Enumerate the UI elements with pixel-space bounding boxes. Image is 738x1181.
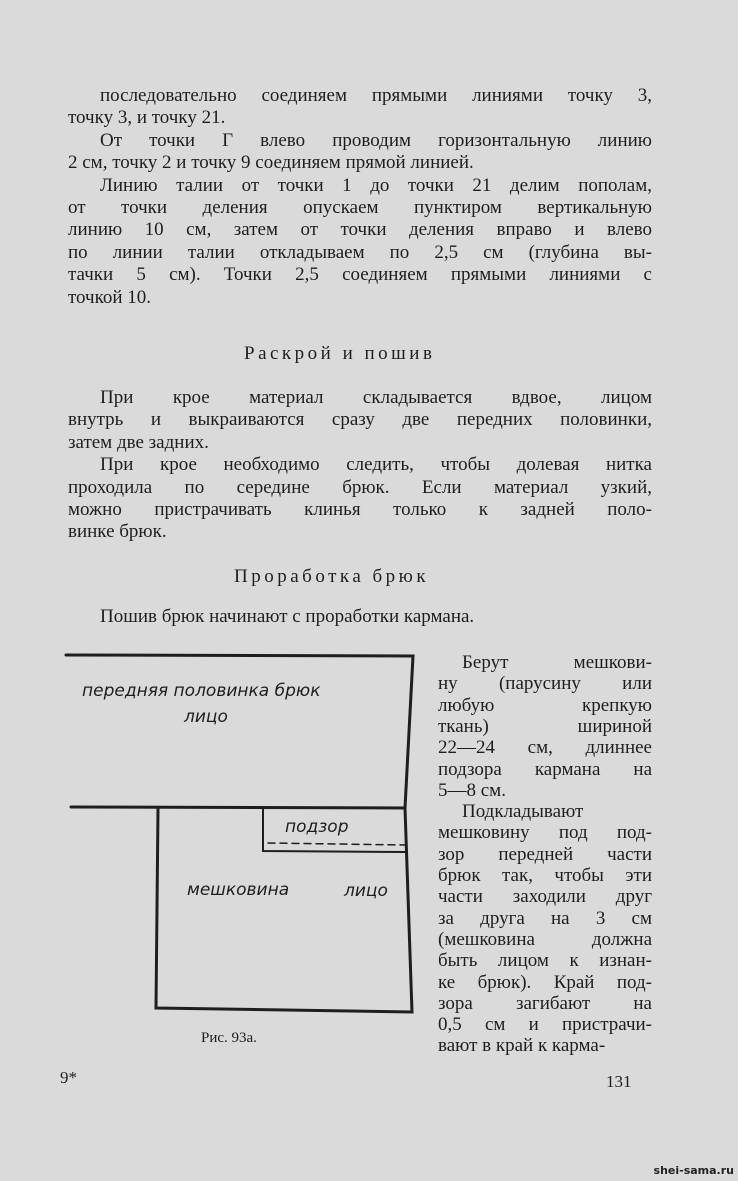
text-line: подзора кармана на (438, 758, 652, 780)
intro-line: Пошив брюк начинают с проработки кармана… (100, 606, 475, 627)
page-number: 131 (606, 1072, 632, 1091)
text-line: 5—8 см. (438, 779, 506, 801)
text-line: Подкладывают (462, 801, 584, 823)
text-line: вают в край к карма- (438, 1035, 606, 1057)
text-line: внутрь и выкраиваются сразу две передних… (68, 409, 652, 431)
text-line: (мешковина должна (438, 928, 652, 950)
text-line: брюк так, чтобы эти (438, 865, 652, 886)
label-podzor: подзор (285, 817, 349, 837)
text-line: части заходили друг (438, 886, 652, 908)
text-line: ну (парусину или (438, 673, 652, 695)
text-line: винке брюк. (68, 521, 167, 543)
waist-line (69, 805, 407, 810)
text-line: зора загибают на (438, 992, 652, 1014)
text-line: проходила по середине брюк. Если материа… (68, 476, 652, 498)
text-line: При крое необходимо следить, чтобы долев… (100, 454, 652, 476)
text-line: мешковину под под- (438, 822, 652, 844)
text-line: Берут мешкови- (462, 652, 652, 673)
front-half-outline (64, 653, 415, 810)
text-line: зор передней части (438, 843, 652, 865)
text-line: Линию талии от точки 1 до точки 21 делим… (100, 174, 652, 196)
figure-caption: Рис. 93а. (201, 1030, 257, 1046)
section-heading-cutting-sewing: Раскрой и пошив (244, 343, 436, 364)
text-line: От точки Г влево проводим горизонтальную… (100, 129, 652, 151)
text-line: При крое материал складывается вдвое, ли… (100, 387, 652, 408)
text-line: 0,5 см и пристрачи- (438, 1014, 652, 1036)
text-line: ке брюк). Край под- (438, 971, 652, 993)
text-line: за друга на 3 см (438, 907, 652, 929)
text-line: от точки деления опускаем пунктиром верт… (68, 197, 652, 218)
text-line: ткань) шириной (438, 715, 652, 737)
text-line: 2 см, точку 2 и точку 9 соединяем прямой… (68, 152, 474, 174)
text-line: последовательно соединяем прямыми линиям… (100, 85, 652, 106)
text-line: 22—24 см, длиннее (438, 737, 652, 759)
text-line: можно пристрачивать клинья только к задн… (68, 499, 652, 520)
podzor-box (262, 808, 406, 853)
text-line: тачки 5 см). Точки 2,5 соединяем прямыми… (68, 264, 652, 286)
watermark: shei-sama.ru (653, 1164, 734, 1177)
text-line: точку 3, и точку 21. (68, 107, 226, 129)
label-face-bottom: лицо (343, 881, 388, 901)
text-line: линию 10 см, затем от точки деления впра… (68, 219, 652, 241)
text-line: быть лицом к изнан- (438, 950, 652, 972)
stitch-line (267, 842, 406, 846)
text-line: по линии талии откладываем по 2,5 см (гл… (68, 241, 652, 263)
text-line: любую крепкую (438, 694, 652, 716)
section-heading-trousers-work: Проработка брюк (234, 566, 430, 587)
label-sack: мешковина (187, 880, 289, 900)
text-line: затем две задних. (68, 431, 209, 453)
sack-outline (154, 806, 414, 1014)
text-line: точкой 10. (68, 286, 152, 308)
label-face-top: лицо (183, 707, 228, 727)
signature-mark: 9* (60, 1068, 77, 1087)
label-front-half: передняя половинка брюк (82, 681, 321, 701)
